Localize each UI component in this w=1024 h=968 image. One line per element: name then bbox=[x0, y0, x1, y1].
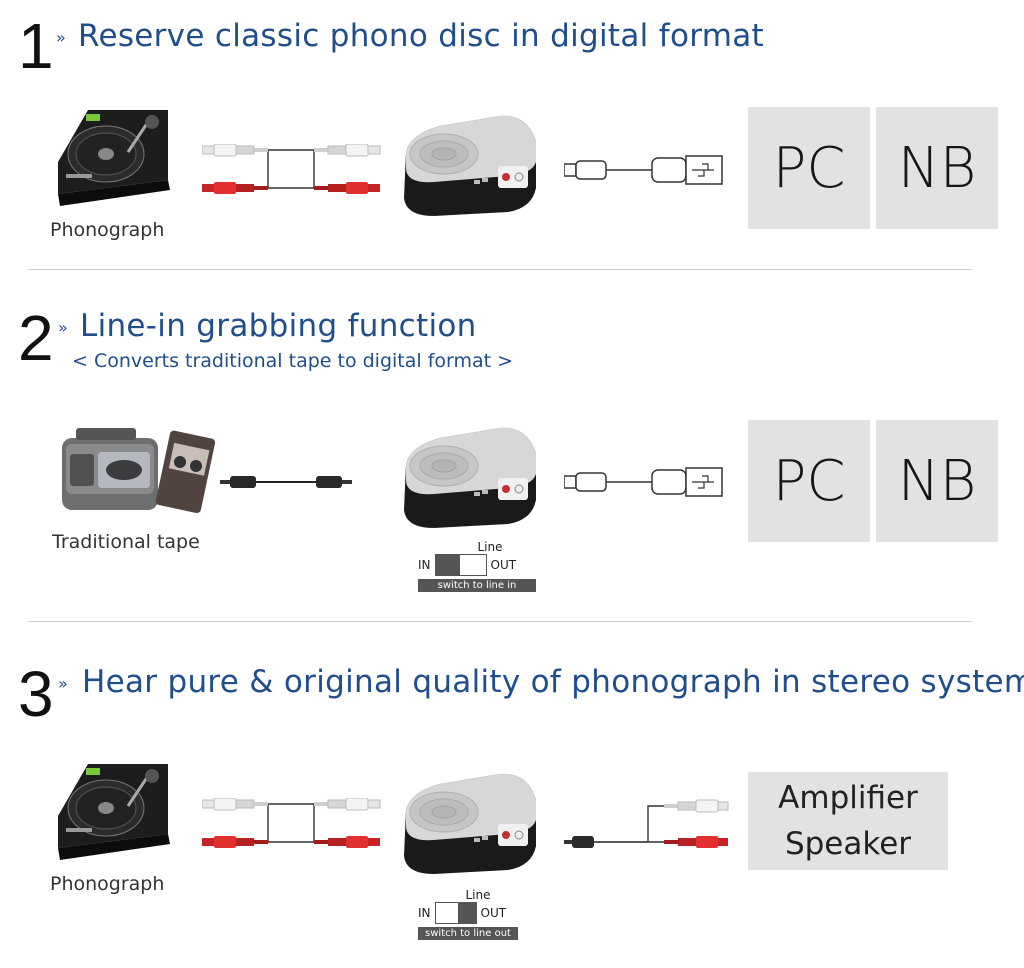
converter-device-icon bbox=[403, 115, 537, 217]
section-1-title: Reserve classic phono disc in digital fo… bbox=[78, 18, 764, 54]
switch-line-label: Line bbox=[477, 540, 503, 554]
usb-cable-icon bbox=[564, 467, 723, 497]
chevron-icon: » bbox=[56, 28, 66, 47]
turntable-icon bbox=[56, 108, 172, 208]
target-label-speaker: Speaker bbox=[784, 826, 912, 862]
converter-device-icon bbox=[403, 427, 537, 529]
target-tile-nb: NB bbox=[876, 107, 998, 229]
converter-device-icon bbox=[403, 773, 537, 875]
line-switch: Line IN OUT switch to line out bbox=[418, 888, 518, 940]
usb-cable-icon bbox=[564, 155, 723, 185]
source-caption: Traditional tape bbox=[52, 531, 200, 553]
target-tile-nb: NB bbox=[876, 420, 998, 542]
switch-toggle bbox=[434, 554, 487, 576]
chevron-icon: » bbox=[58, 318, 68, 337]
switch-caption: switch to line in bbox=[418, 579, 536, 592]
switch-in-label: IN bbox=[418, 906, 431, 920]
section-2-title: Line-in grabbing function bbox=[80, 308, 477, 344]
rca-cable-icon bbox=[202, 798, 381, 849]
chevron-icon: » bbox=[58, 674, 68, 693]
turntable-icon bbox=[56, 762, 172, 862]
switch-knob bbox=[457, 903, 476, 923]
aux-cable-icon bbox=[220, 475, 353, 489]
step-number-1: 1 bbox=[18, 10, 54, 82]
target-label-amplifier: Amplifier bbox=[778, 780, 918, 816]
section-3-title: Hear pure & original quality of phonogra… bbox=[82, 664, 1024, 700]
target-tile-amplifier-speaker: Amplifier Speaker bbox=[748, 772, 948, 870]
source-caption: Phonograph bbox=[50, 219, 165, 241]
line-switch: Line IN OUT switch to line in bbox=[418, 540, 536, 592]
section-2-subtitle: < Converts traditional tape to digital f… bbox=[72, 350, 514, 372]
switch-toggle bbox=[434, 902, 477, 924]
section-divider bbox=[28, 621, 972, 622]
switch-caption: switch to line out bbox=[418, 927, 518, 940]
step-number-2: 2 bbox=[18, 302, 54, 374]
switch-out-label: OUT bbox=[480, 906, 507, 920]
target-tile-pc: PC bbox=[748, 420, 870, 542]
step-number-3: 3 bbox=[18, 658, 54, 730]
switch-in-label: IN bbox=[418, 558, 431, 572]
switch-knob bbox=[435, 555, 460, 575]
switch-line-label: Line bbox=[465, 888, 491, 902]
rca-cable-icon bbox=[202, 144, 381, 195]
source-caption: Phonograph bbox=[50, 873, 165, 895]
cassette-player-icon bbox=[62, 428, 216, 514]
target-tile-pc: PC bbox=[748, 107, 870, 229]
switch-out-label: OUT bbox=[490, 558, 517, 572]
section-divider bbox=[28, 269, 972, 270]
aux-to-rca-cable-icon bbox=[564, 799, 729, 849]
